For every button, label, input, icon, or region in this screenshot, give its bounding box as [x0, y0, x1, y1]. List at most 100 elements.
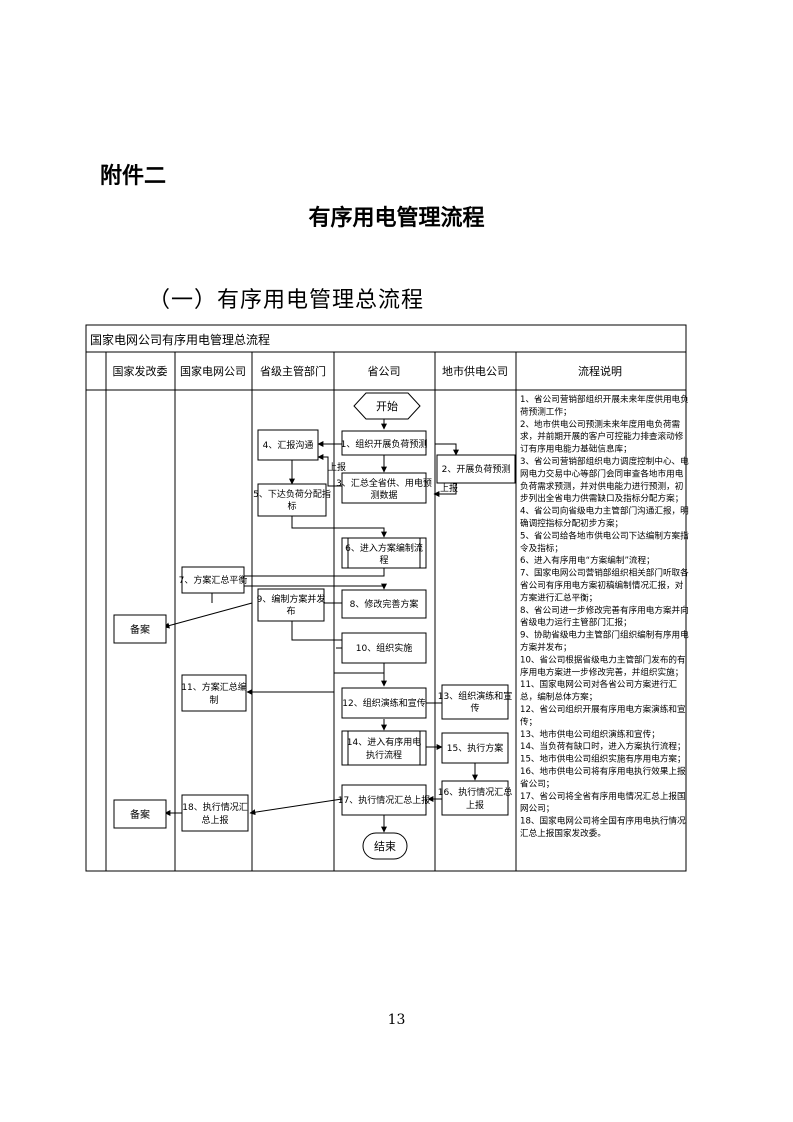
- node-17-label: 17、执行情况汇总上报: [338, 794, 430, 806]
- node-3-label-line-1: 3、汇总全省供、用电预: [336, 477, 432, 489]
- process-note-line: 负荷需求预测，并对供电能力进行预测，初: [520, 480, 683, 492]
- archive-label-1: 备案: [130, 623, 150, 636]
- process-note-line: 省级电力运行主管部门汇报；: [520, 616, 632, 628]
- node-2-label: 2、开展负荷预测: [442, 463, 511, 475]
- node-10-label: 10、组织实施: [356, 642, 412, 654]
- process-note-line: 9、协助省级电力主管部门组织编制有序用电: [520, 629, 689, 641]
- node-7-label: 7、方案汇总平衡: [179, 574, 248, 586]
- node-11-label-line-2: 制: [209, 694, 218, 706]
- node-5-label-line-1: 5、下达负荷分配指: [253, 488, 331, 500]
- node-2: [436, 454, 516, 484]
- process-note-line: 荷预测工作；: [520, 405, 572, 417]
- process-note-line: 传；: [520, 715, 537, 727]
- node-15-label: 15、执行方案: [447, 742, 503, 754]
- node-9-label-line-2: 布: [286, 605, 295, 617]
- node-3: [341, 472, 427, 504]
- process-note-line: 11、国家电网公司对各省公司方案进行汇: [520, 678, 677, 690]
- node-9-label-line-1: 9、编制方案并发: [257, 593, 326, 605]
- lane-header-provincial-authority: 省级主管部门: [260, 364, 326, 378]
- archive-box-2: [113, 799, 167, 829]
- process-note-line: 16、地市供电公司将有序用电执行效果上报: [520, 765, 686, 777]
- attachment-label: 附件二: [100, 164, 167, 189]
- flowchart-caption: 国家电网公司有序用电管理总流程: [90, 332, 270, 347]
- section-title: （一）有序用电管理总流程: [148, 288, 425, 313]
- node-13-label-line-2: 传: [470, 702, 479, 714]
- process-note-line: 2、地市供电公司预测未来年度用电负荷需: [520, 418, 681, 430]
- node-13-label-line-1: 13、组织演练和宣: [438, 690, 512, 702]
- node-18-label-line-1: 18、执行情况汇: [182, 801, 247, 813]
- node-6-label-line-2: 程: [379, 555, 388, 566]
- end-label: 结束: [374, 840, 396, 853]
- document-title: 有序用电管理流程: [308, 206, 485, 231]
- process-note-line: 序用电方案进一步修改完善，并组织实施；: [520, 666, 683, 678]
- lane-header-provincial-company: 省公司: [368, 365, 401, 378]
- process-note-line: 4、省公司向省级电力主管部门沟通汇报，明: [520, 505, 689, 517]
- process-note-line: 1、省公司营销部组织开展未来年度供用电负: [520, 393, 689, 405]
- lane-header-ndrc: 国家发改委: [113, 364, 168, 378]
- edge-label-report-up-1: 上报: [328, 461, 346, 473]
- process-note-line: 汇总上报国家发改委。: [520, 827, 606, 839]
- process-note-line: 令及指标；: [520, 542, 563, 554]
- archive-label-2: 备案: [130, 808, 150, 821]
- edge-label-report-up-2: 上报: [440, 482, 458, 494]
- process-note-line: 13、地市供电公司组织演练和宣传；: [520, 728, 660, 740]
- process-note-line: 步列出全省电力供需缺口及指标分配方案；: [520, 492, 683, 504]
- node-3-label-line-2: 测数据: [370, 489, 397, 501]
- start-label: 开始: [376, 399, 398, 413]
- node-4-label: 4、汇报沟通: [263, 439, 314, 451]
- process-note-line: 省公司有序用电方案初稿编制情况汇报，对: [520, 579, 684, 591]
- node-6-label-line-1: 6、进入方案编制流: [345, 542, 423, 554]
- process-note-line: 14、当负荷有缺口时，进入方案执行流程；: [520, 740, 686, 752]
- process-note-line: 6、进入有序用电“方案编制”流程；: [520, 554, 655, 566]
- process-note-line: 网公司；: [520, 803, 554, 814]
- process-note-line: 10、省公司根据省级电力主管部门发布的有: [520, 653, 686, 665]
- process-note-line: 8、省公司进一步修改完善有序用电方案并向: [520, 604, 689, 616]
- process-note-line: 15、地市供电公司组织实施有序用电方案；: [520, 753, 686, 765]
- node-14: [341, 730, 427, 766]
- node-1: [341, 430, 427, 456]
- process-note-line: 5、省公司给各地市供电公司下达编制方案指: [520, 529, 689, 541]
- node-12: [341, 687, 427, 719]
- node-17: [341, 784, 427, 816]
- lane-header-city-company: 地市供电公司: [442, 364, 508, 378]
- node-6: [341, 537, 427, 569]
- process-note-line: 方案进行汇总平衡；: [520, 591, 597, 603]
- node-5-label-line-2: 标: [287, 500, 296, 512]
- process-note-line: 总，编制总体方案；: [520, 691, 597, 703]
- process-note-line: 确调控指标分配初步方案；: [520, 517, 623, 529]
- archive-box-1: [113, 614, 167, 644]
- process-note-line: 3、省公司营销部组织电力调度控制中心、电: [520, 455, 689, 467]
- process-notes: 1、省公司营销部组织开展未来年度供用电负荷预测工作；2、地市供电公司预测未来年度…: [520, 393, 689, 839]
- node-13: [441, 684, 509, 720]
- end-terminator: [362, 832, 408, 860]
- node-12-label: 12、组织演练和宣传: [342, 697, 425, 709]
- node-8-label: 8、修改完善方案: [350, 598, 419, 610]
- node-16-label-line-1: 16、执行情况汇总: [438, 786, 512, 798]
- start-terminator: [353, 392, 421, 420]
- node-18: [181, 794, 249, 832]
- page-number: 13: [387, 1012, 406, 1028]
- node-14-label-line-1: 14、进入有序用电: [347, 736, 421, 748]
- process-note-line: 12、省公司组织开展有序用电方案演练和宣: [520, 703, 686, 715]
- node-14-label-line-2: 执行流程: [366, 749, 402, 761]
- process-note-line: 求，并前期开展的客户可控能力排查滚动修: [520, 430, 684, 442]
- process-note-line: 订有序用电能力基础信息库；: [520, 443, 632, 455]
- swimlane-dividers: [105, 352, 517, 871]
- process-note-line: 省公司；: [520, 777, 554, 789]
- node-10: [341, 632, 427, 664]
- node-1-label: 1、组织开展负荷预测: [341, 438, 428, 450]
- node-4: [257, 429, 319, 461]
- node-11-label-line-1: 11、方案汇总编: [181, 681, 246, 693]
- lane-header-sgcc: 国家电网公司: [180, 364, 246, 378]
- process-note-line: 方案并发布；: [520, 641, 572, 653]
- node-7: [181, 566, 245, 594]
- process-note-line: 18、国家电网公司将全国有序用电执行情况: [520, 815, 686, 827]
- node-8: [341, 589, 427, 619]
- process-note-line: 网电力交易中心等部门会同审查各地市用电: [520, 467, 684, 479]
- node-11: [181, 674, 247, 712]
- node-5: [257, 483, 327, 517]
- node-15: [441, 732, 509, 764]
- node-16: [441, 780, 509, 816]
- process-note-line: 17、省公司将全省有序用电情况汇总上报国: [520, 790, 686, 802]
